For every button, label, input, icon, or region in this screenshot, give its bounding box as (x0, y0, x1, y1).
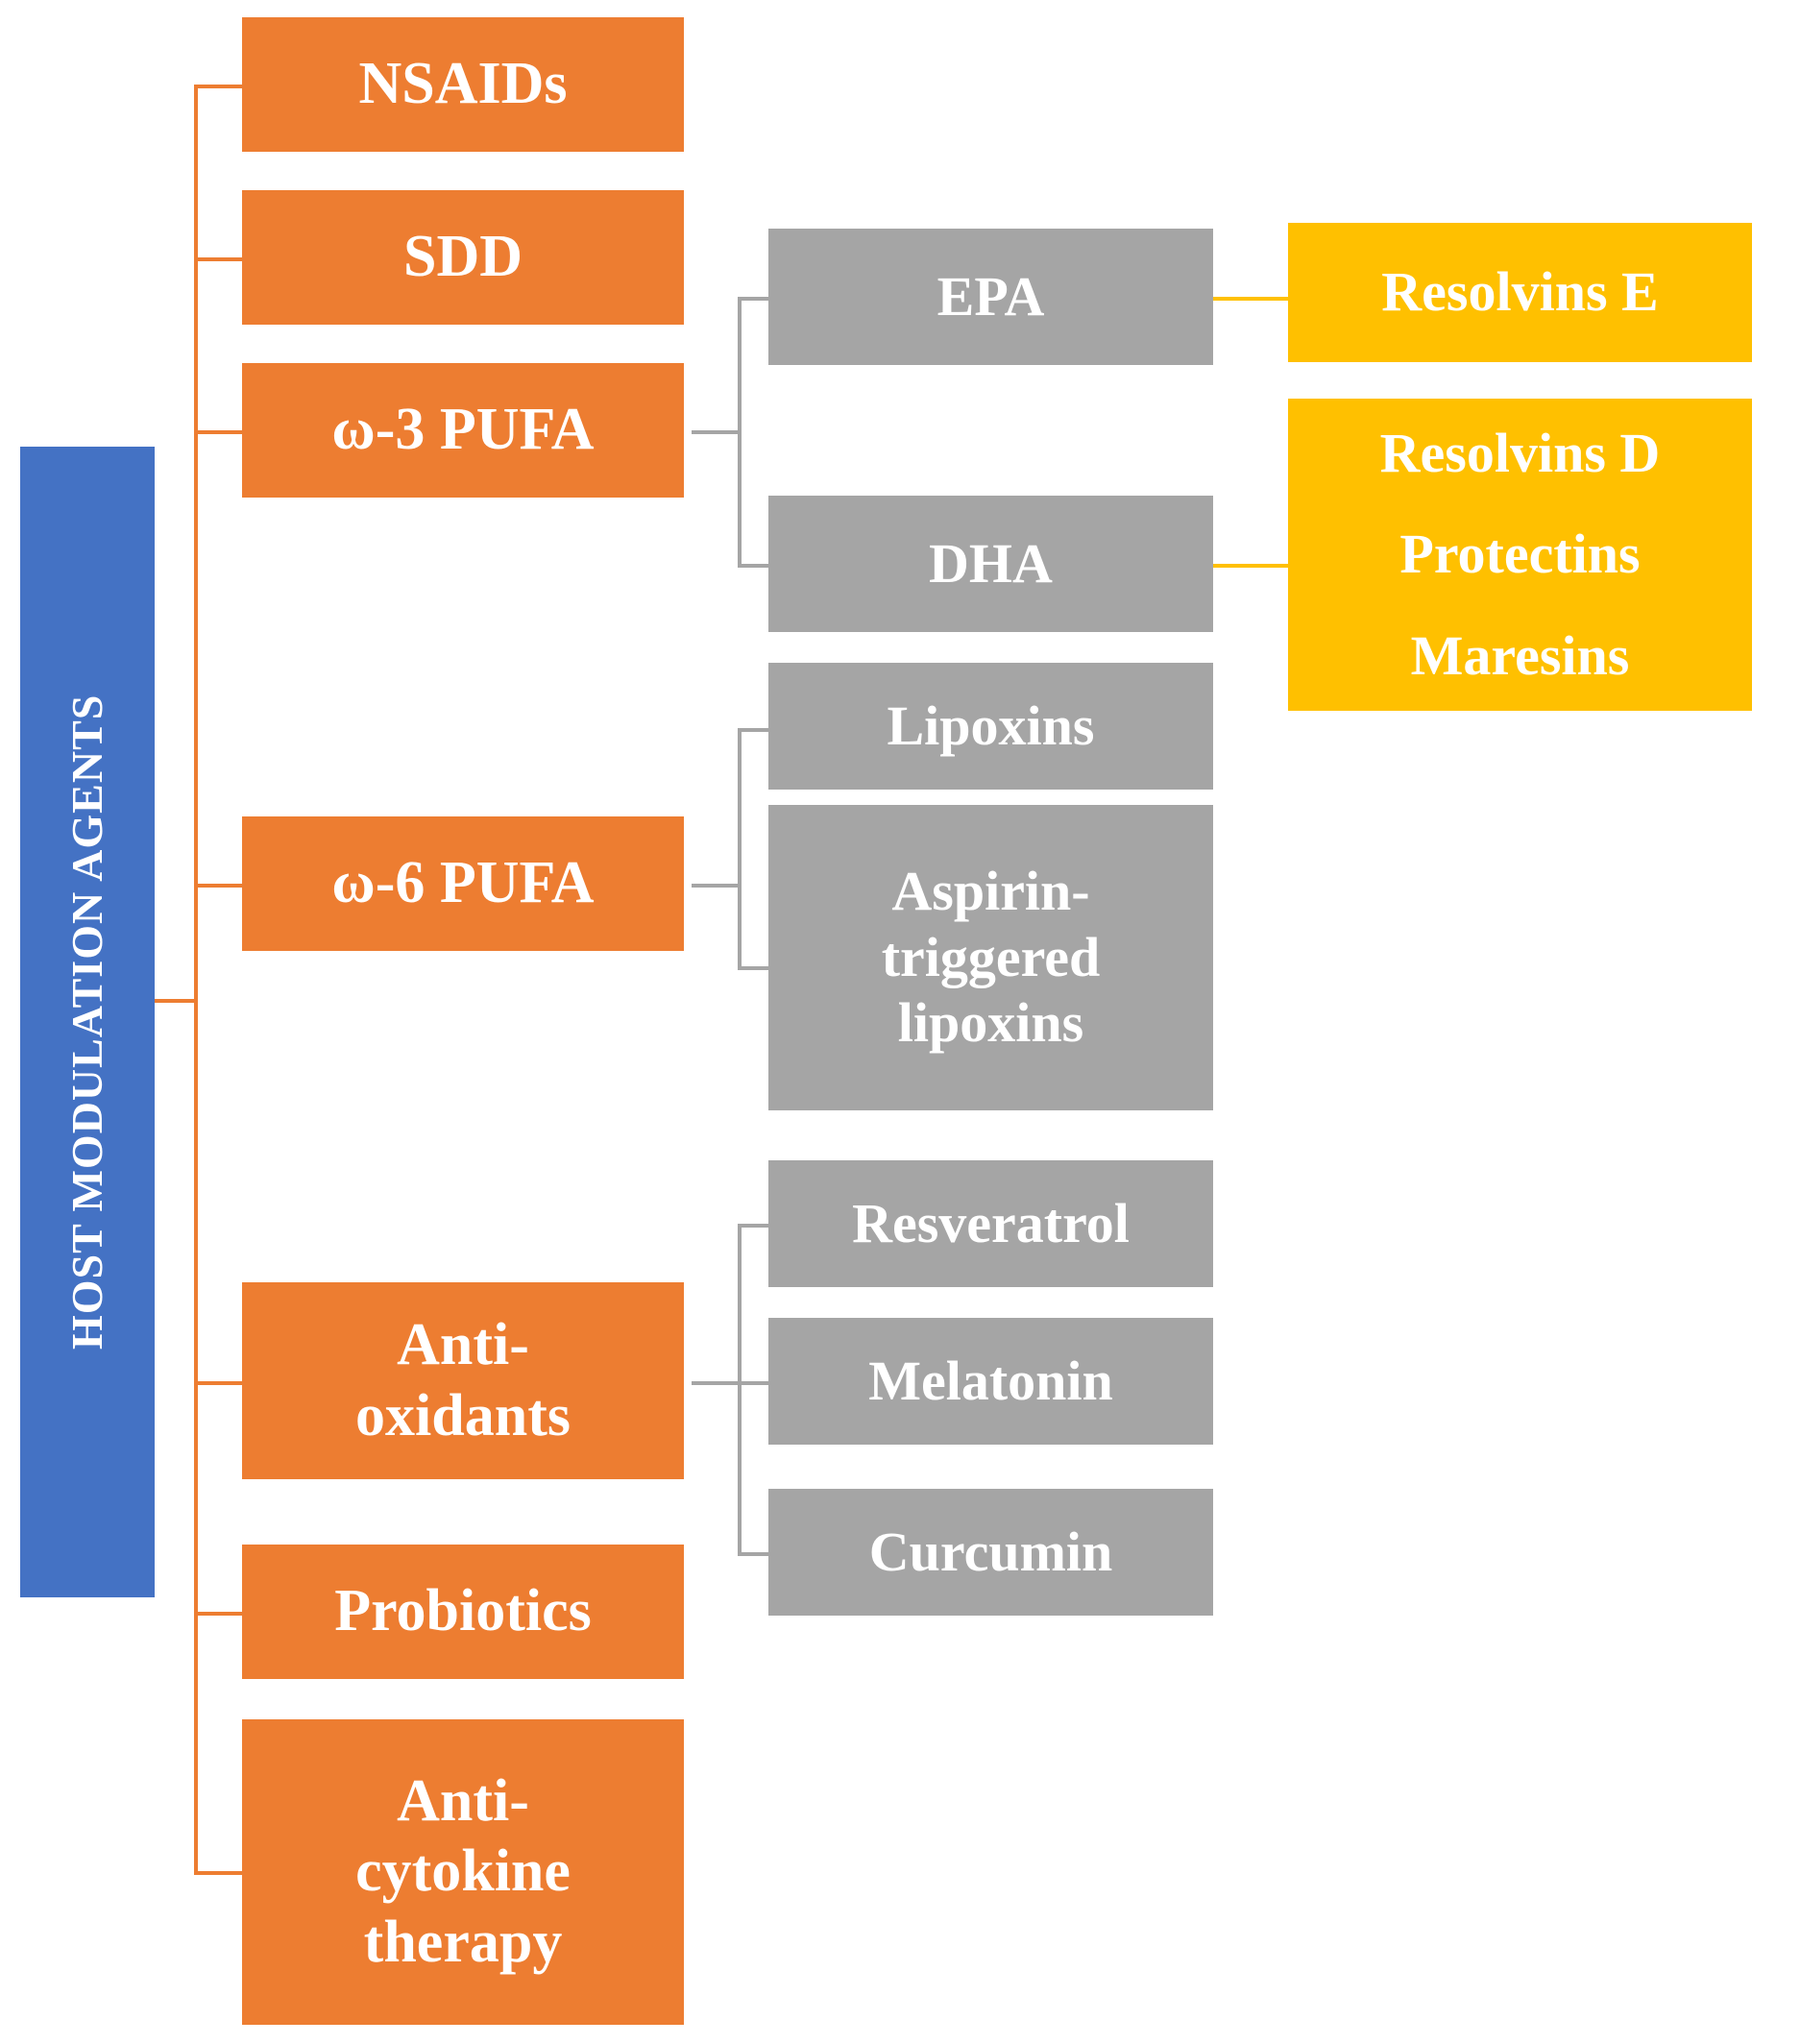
node-melatonin[interactable]: Melatonin (768, 1318, 1213, 1445)
node-atl-line2: triggered (881, 925, 1101, 988)
connector-omega6-vertical (738, 728, 742, 966)
root-node-host-modulation-agents[interactable]: HOST MODULATION AGENTS (20, 447, 155, 1597)
connector-to-lipoxins (738, 728, 770, 732)
connector-to-nsaids (194, 85, 242, 88)
node-anti-cytokine-line2: cytokine (355, 1838, 571, 1905)
node-anti-cytokine-therapy[interactable]: Anti- cytokine therapy (242, 1719, 684, 2025)
node-omega-6-pufa[interactable]: ω-6 PUFA (242, 816, 684, 951)
connector-antioxidants-stem (692, 1381, 738, 1385)
node-probiotics[interactable]: Probiotics (242, 1545, 684, 1679)
connector-antioxidants-vertical (738, 1224, 742, 1552)
node-anti-cytokine-line3: therapy (363, 1909, 563, 1975)
connector-to-omega6 (194, 884, 242, 888)
node-resolvins-d: Resolvins D (1379, 421, 1661, 484)
connector-root-spine (194, 85, 198, 1871)
connector-to-probiotics (194, 1612, 242, 1616)
node-atl-line3: lipoxins (897, 991, 1084, 1055)
connector-omega3-stem (692, 430, 738, 434)
connector-to-antioxidants (194, 1381, 242, 1385)
connector-to-curcumin (738, 1552, 770, 1556)
node-anti-cytokine-line1: Anti- (397, 1768, 529, 1835)
node-epa[interactable]: EPA (768, 229, 1213, 365)
connector-to-melatonin (738, 1381, 770, 1385)
node-protectins: Protectins (1399, 523, 1641, 586)
node-resolvins-e[interactable]: Resolvins E (1288, 223, 1752, 362)
connector-to-anticytokine (194, 1871, 242, 1875)
node-sdd[interactable]: SDD (242, 190, 684, 325)
node-resolvins-d-group[interactable]: Resolvins D Protectins Maresins (1288, 399, 1752, 711)
node-resveratrol[interactable]: Resveratrol (768, 1160, 1213, 1287)
connector-to-omega3 (194, 430, 242, 434)
connector-to-resveratrol (738, 1224, 770, 1228)
connector-omega6-stem (692, 884, 738, 888)
connector-root-stub (154, 999, 196, 1003)
node-omega-3-pufa[interactable]: ω-3 PUFA (242, 363, 684, 498)
node-atl-line1: Aspirin- (891, 860, 1090, 923)
node-anti-oxidants-line2: oxidants (355, 1382, 571, 1448)
node-lipoxins[interactable]: Lipoxins (768, 663, 1213, 790)
connector-to-aspirin-triggered-lipoxins (738, 966, 770, 970)
connector-to-dha (738, 564, 770, 568)
node-curcumin[interactable]: Curcumin (768, 1489, 1213, 1616)
connector-epa-to-resolvins-e (1213, 297, 1288, 301)
node-dha[interactable]: DHA (768, 496, 1213, 632)
node-maresins: Maresins (1410, 624, 1630, 688)
node-aspirin-triggered-lipoxins[interactable]: Aspirin- triggered lipoxins (768, 805, 1213, 1110)
connector-to-sdd (194, 257, 242, 261)
connector-dha-to-resolvins-d (1213, 564, 1288, 568)
node-anti-oxidants-line1: Anti- (397, 1312, 529, 1378)
connector-to-epa (738, 297, 770, 301)
connector-omega3-vertical (738, 297, 742, 564)
node-anti-oxidants[interactable]: Anti- oxidants (242, 1282, 684, 1479)
node-nsaids[interactable]: NSAIDs (242, 17, 684, 152)
